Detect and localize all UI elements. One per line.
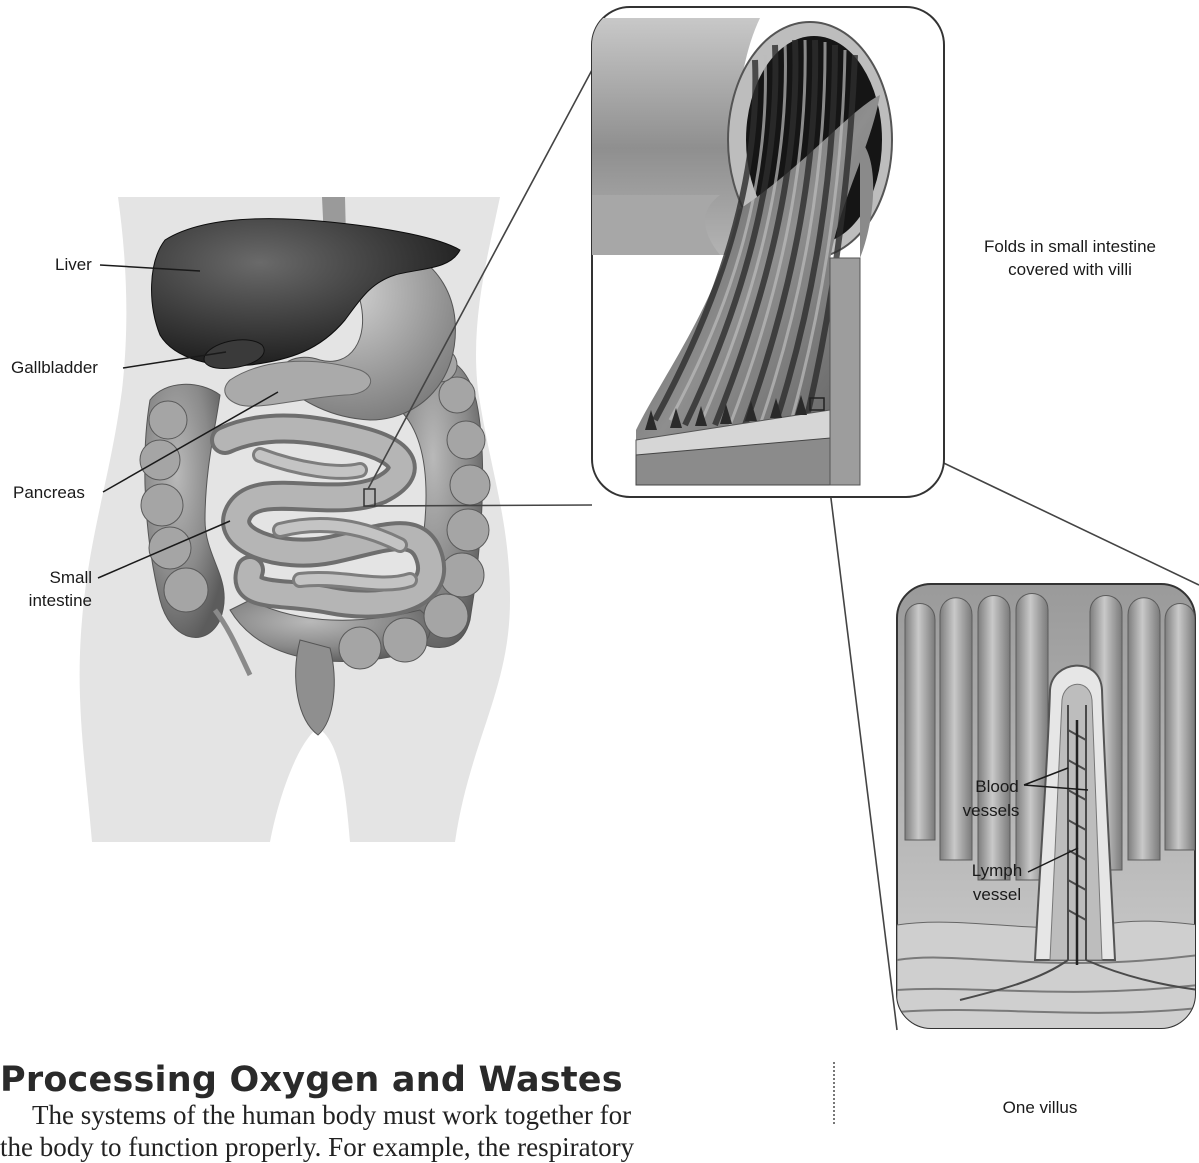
section-body-line1: The systems of the human body must work … <box>32 1100 631 1131</box>
gallbladder-label: Gallbladder <box>11 357 98 378</box>
blood-vessels-label-line2: vessels <box>951 800 1031 821</box>
liver-label: Liver <box>55 254 92 275</box>
column-divider <box>833 1062 835 1124</box>
villus-caption: One villus <box>960 1097 1120 1118</box>
villus-cutaway <box>897 594 1199 1031</box>
small-intestine-label-line2: intestine <box>10 590 92 611</box>
pancreas-label: Pancreas <box>13 482 85 503</box>
blood-vessels-label-line1: Blood <box>957 776 1037 797</box>
folds-label-line2: covered with villi <box>950 259 1190 280</box>
digestive-system-diagram <box>0 0 1199 1124</box>
folds-label-line1: Folds in small intestine <box>950 236 1190 257</box>
lymph-vessel-label-line2: vessel <box>957 884 1037 905</box>
section-heading: Processing Oxygen and Wastes <box>0 1060 623 1100</box>
lymph-vessel-label-line1: Lymph <box>957 860 1037 881</box>
section-body-line2: the body to function properly. For examp… <box>0 1132 634 1163</box>
small-intestine-label-line1: Small <box>30 567 92 588</box>
